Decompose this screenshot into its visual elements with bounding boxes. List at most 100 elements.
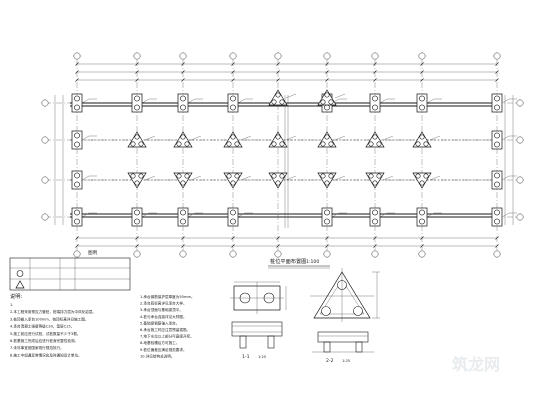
note-line: 3.桩顶嵌入承台100mm，桩顶标高详见施工图。	[10, 316, 88, 321]
plan-title: 桩位平面布置图	[270, 257, 306, 265]
pile-cap-tri	[127, 172, 156, 189]
axis-bubble	[41, 99, 49, 107]
pile-cap-tri	[223, 172, 252, 189]
cap-note-line: 8.地基验槽后方可施工。	[140, 340, 179, 345]
pile-cap-rect	[369, 207, 395, 227]
pile-cap-tri	[223, 131, 252, 148]
pile-cap-rect	[177, 93, 203, 113]
cap-note-line: 1.承台钢筋保护层厚度为50mm。	[140, 294, 195, 299]
detail2-scale: 1:25	[342, 359, 350, 363]
cap-note-line: 3.承台顶面与基础梁顶平。	[140, 307, 183, 312]
note-line: 7.未尽事宜按国家现行规范执行。	[10, 345, 64, 350]
pile-cap-rect	[131, 207, 157, 227]
pile-cap-rect	[227, 207, 253, 227]
detail-cap-2: 2-2 1:25	[310, 268, 380, 364]
axis-bubble	[179, 250, 187, 258]
pile-cap-rect	[491, 170, 517, 190]
cap-note-line: 5.基础梁钢筋锚入承台。	[140, 320, 179, 325]
axis-bubble	[493, 250, 501, 258]
axis-bubble	[516, 213, 524, 221]
grid-axes	[41, 52, 524, 258]
pile-cap-rect	[71, 130, 97, 150]
axis-bubble	[73, 250, 81, 258]
axis-bubble	[516, 176, 524, 184]
pile-cap-rect	[491, 93, 517, 113]
pile-cap-rect	[71, 93, 97, 113]
pile-cap-rect	[177, 207, 203, 227]
cap-note-line: 9.桩位偏差应满足规范要求。	[140, 347, 187, 352]
axis-bubble	[274, 52, 282, 60]
notes-heading: 说明:	[10, 292, 22, 300]
pile-cap-tri	[317, 172, 346, 189]
axis-bubble	[41, 213, 49, 221]
axis-bubble	[229, 250, 237, 258]
axis-bubble	[516, 99, 524, 107]
cap-note-line: 2.承台底标高详见承台大样。	[140, 301, 187, 306]
bottom-dimension-lines	[75, 236, 499, 248]
axis-bubble	[418, 250, 426, 258]
cap-note-line: 10.详见结构总说明。	[140, 353, 174, 358]
pile-cap-rect	[321, 207, 347, 227]
pile-cap-rect	[491, 207, 517, 227]
pile-cap-tri	[127, 131, 156, 148]
note-line: 6.桩基施工完成后应进行桩身完整性检测。	[10, 338, 78, 343]
axis-bubble	[179, 52, 187, 60]
note-line: 1.	[10, 303, 13, 307]
legend-title: 图例	[88, 249, 98, 256]
axis-bubble	[41, 136, 49, 144]
detail-cap-1: 1-1 1:25	[230, 281, 287, 360]
axis-bubble	[371, 250, 379, 258]
axis-bubble	[41, 176, 49, 184]
legend-table: 图例	[9, 249, 131, 291]
plan-scale: 1:100	[306, 259, 319, 265]
pile-cap-tri	[365, 131, 394, 148]
detail1-scale: 1:25	[258, 355, 266, 359]
pile-cap-rect	[131, 93, 157, 113]
axis-bubble	[133, 52, 141, 60]
note-line: 2.本工程采用预应力管桩，桩端持力层为中风化岩层。	[10, 309, 96, 314]
note-line: 4.承台混凝土强度等级C30，垫层C15。	[10, 324, 74, 329]
pile-cap-rect	[227, 93, 253, 113]
pile-cap-rect	[71, 170, 97, 190]
note-line: 8.施工中如遇异常情况应及时通知设计单位。	[10, 352, 82, 357]
pile-cap-tri	[365, 172, 394, 189]
pile-cap-tri	[412, 172, 441, 189]
axis-bubble	[516, 136, 524, 144]
pile-cap-rect	[416, 93, 442, 113]
axis-bubble	[133, 250, 141, 258]
cap-note-line: 4.桩与承台连接详见大样图。	[140, 314, 187, 319]
axis-bubble	[493, 52, 501, 60]
detail1-label: 1-1	[242, 354, 250, 360]
axis-bubble	[274, 250, 282, 258]
pile-cap-rect	[491, 130, 517, 150]
axis-bubble	[229, 52, 237, 60]
cap-note-line: 7.地下水位以上部分可直接开挖。	[140, 334, 194, 339]
pile-cap-rect	[369, 93, 395, 113]
pile-cap-tri	[268, 172, 297, 189]
pile-cap-tri	[317, 89, 346, 106]
note-line: 5.施工前应进行试桩，试桩数量不少于3根。	[10, 331, 80, 336]
pile-cap-tri	[317, 131, 346, 148]
pile-caps	[71, 89, 517, 227]
axis-bubble	[418, 52, 426, 60]
axis-bubble	[323, 250, 331, 258]
cap-note-line: 6.承台施工时应注意预留插筋。	[140, 327, 190, 332]
plan-title-block: 桩位平面布置图 1:100	[268, 257, 330, 269]
side-dimension-lines	[54, 95, 514, 225]
axis-bubble	[323, 52, 331, 60]
pile-cap-tri	[268, 89, 297, 106]
axis-bubble	[73, 52, 81, 60]
pile-cap-tri	[412, 131, 441, 148]
pile-cap-tri	[173, 131, 202, 148]
pile-cap-rect	[71, 207, 97, 227]
pile-cap-rect	[416, 207, 442, 227]
pile-cap-tri	[173, 172, 202, 189]
general-notes: 说明: 1. 2.本工程采用预应力管桩，桩端持力层为中风化岩层。 3.桩顶嵌入承台1…	[10, 292, 96, 357]
axis-bubble	[371, 52, 379, 60]
pile-cap-tri	[268, 131, 297, 148]
cap-notes: 1.承台钢筋保护层厚度为50mm。 2.承台底标高详见承台大样。3.承台顶面与基础…	[140, 294, 195, 358]
watermark: 筑龙网	[452, 355, 500, 374]
detail2-label: 2-2	[326, 358, 334, 364]
top-dimension-lines	[75, 62, 499, 82]
